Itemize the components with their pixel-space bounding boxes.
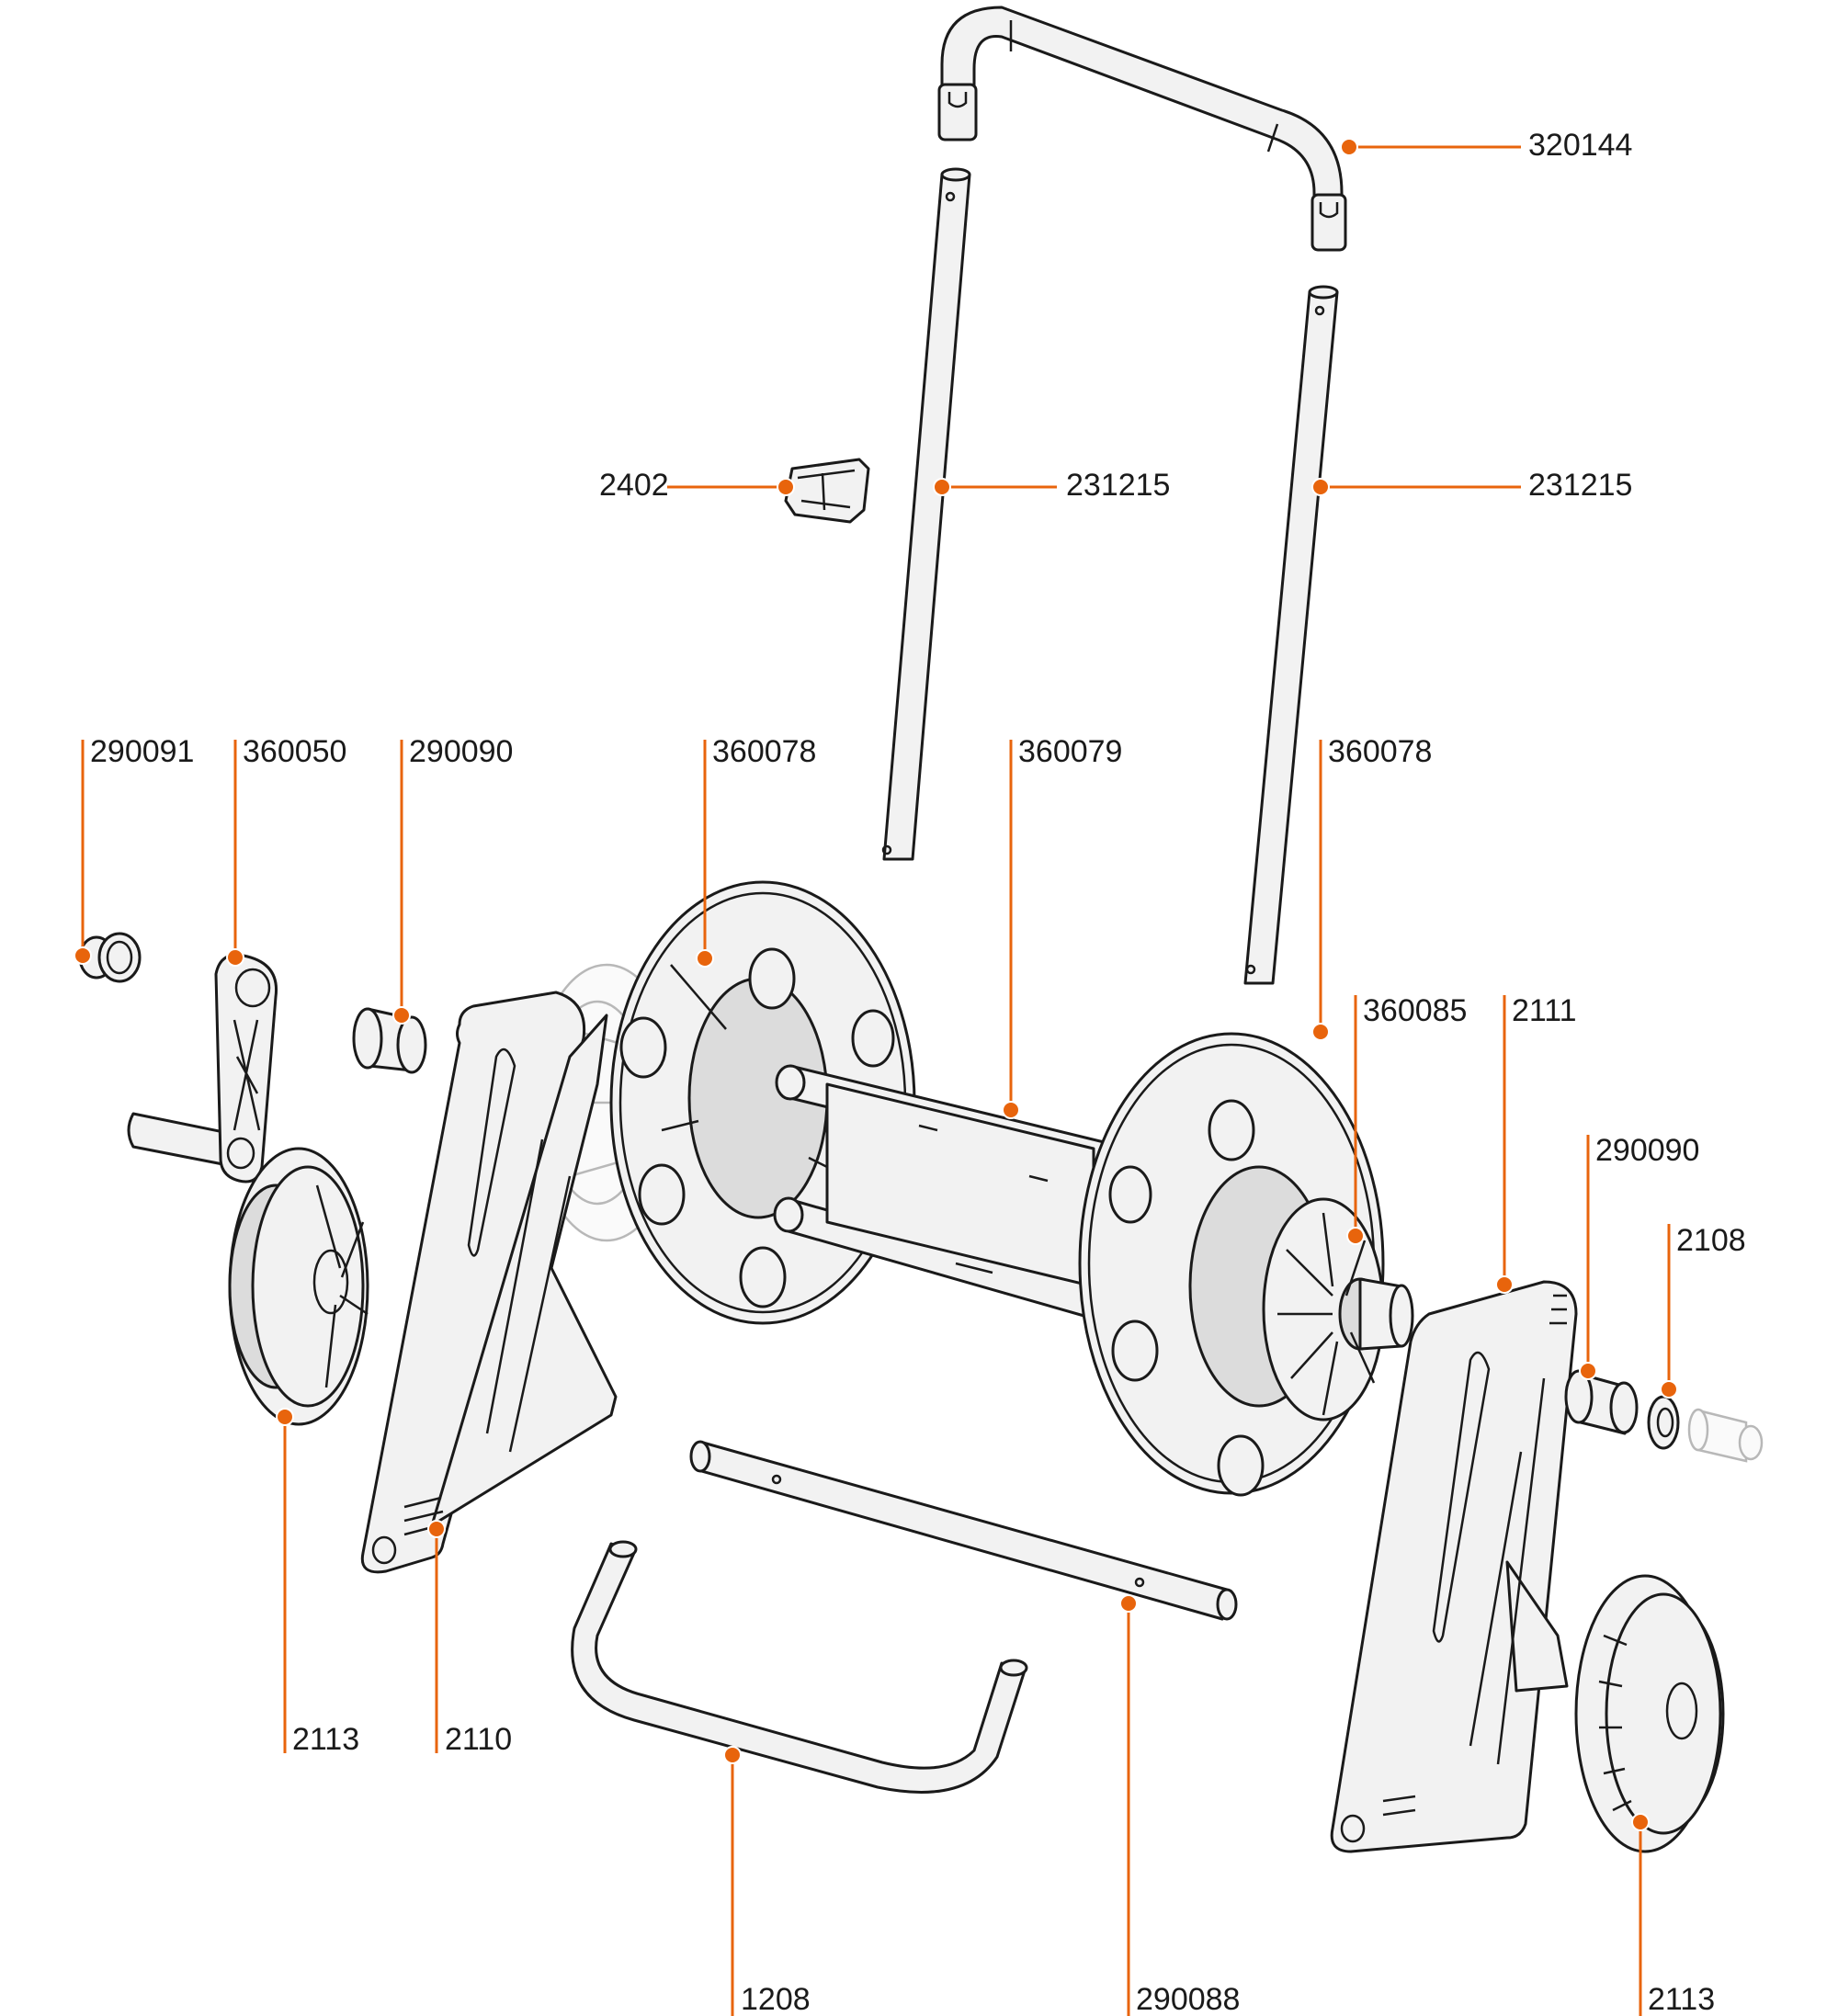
callout-360078-right: 360078 [1311, 734, 1432, 1041]
clip-drawing [784, 458, 870, 524]
part-number-label: 360078 [712, 734, 816, 769]
right-side-frame-drawing [1330, 1280, 1578, 1853]
part-number-label: 320144 [1528, 128, 1632, 163]
callout-231215-right: 231215 [1311, 468, 1632, 503]
callout-2402: 2402 [599, 468, 795, 503]
callout-2110: 2110 [427, 1520, 512, 1757]
part-number-label: 360079 [1018, 734, 1122, 769]
callout-360078-left: 360078 [696, 734, 816, 968]
base-bar-drawing [571, 1540, 1028, 1794]
part-number-label: 231215 [1066, 468, 1170, 503]
callout-1208: 1208 [723, 1746, 811, 2016]
callout-2111: 2111 [1495, 993, 1577, 1294]
part-number-label: 2113 [1648, 1982, 1715, 2016]
part-number-label: 1208 [741, 1982, 811, 2016]
callout-anchor-dot [933, 478, 951, 496]
part-number-label: 2113 [292, 1722, 359, 1757]
left-pole-drawing [881, 167, 971, 861]
callout-anchor-dot [1579, 1362, 1597, 1380]
part-number-label: 290090 [409, 734, 513, 769]
part-number-label: 290088 [1136, 1982, 1240, 2016]
part-number-label: 360050 [243, 734, 346, 769]
callout-360085: 360085 [1346, 993, 1467, 1245]
part-number-label: 2108 [1676, 1223, 1746, 1258]
callout-2113-left: 2113 [276, 1408, 359, 1757]
ring-nut-drawing [78, 932, 142, 983]
part-number-label: 290090 [1595, 1133, 1699, 1168]
callout-anchor-dot [392, 1006, 411, 1025]
callout-anchor-dot [1631, 1813, 1650, 1831]
callout-360079: 360079 [1002, 734, 1122, 1119]
washer-drawing [1647, 1395, 1680, 1450]
callout-anchor-dot [1660, 1380, 1678, 1399]
callout-anchor-dot [777, 478, 795, 496]
callout-anchor-dot [226, 948, 244, 967]
hub-drawing [1262, 1197, 1414, 1421]
callout-anchor-dot [1340, 138, 1358, 156]
drum-core-drawing [773, 1064, 1132, 1320]
callout-290090-left: 290090 [392, 734, 513, 1025]
right-wheel-drawing [1574, 1574, 1725, 1853]
left-wheel-drawing [228, 1147, 369, 1426]
callout-290088: 290088 [1119, 1594, 1240, 2016]
callout-290090-right: 290090 [1579, 1133, 1699, 1380]
part-number-label: 360085 [1363, 993, 1467, 1028]
callout-anchor-dot [723, 1746, 742, 1764]
part-number-label: 2402 [599, 468, 669, 503]
right-pole-drawing [1243, 285, 1339, 985]
callout-anchor-dot [1119, 1594, 1138, 1613]
bushing-left-drawing [352, 1007, 427, 1074]
crank-drawing [127, 953, 278, 1184]
callout-anchor-dot [1002, 1101, 1020, 1119]
callout-anchor-dot [1346, 1227, 1365, 1245]
part-number-label: 231215 [1528, 468, 1632, 503]
callout-anchor-dot [1311, 478, 1330, 496]
part-number-label: 290091 [90, 734, 194, 769]
part-number-label: 2110 [445, 1722, 512, 1757]
callout-290091: 290091 [74, 734, 194, 965]
handle-bar-drawing [937, 6, 1347, 252]
callout-anchor-dot [696, 949, 714, 968]
part-number-label: 360078 [1328, 734, 1432, 769]
callout-anchor-dot [74, 946, 92, 965]
part-number-label: 2111 [1512, 993, 1577, 1028]
left-side-frame-drawing [360, 991, 618, 1574]
callout-231215-left: 231215 [933, 468, 1170, 503]
ghost-hose-connector-drawing [1687, 1408, 1764, 1463]
callout-2108: 2108 [1660, 1223, 1746, 1399]
callout-2113-right: 2113 [1631, 1813, 1715, 2016]
axle-drawing [689, 1440, 1238, 1621]
callout-360050: 360050 [226, 734, 346, 967]
callout-anchor-dot [1495, 1275, 1514, 1294]
bushing-right-drawing [1564, 1369, 1639, 1435]
callout-320144: 320144 [1340, 128, 1632, 163]
callout-anchor-dot [276, 1408, 294, 1426]
callout-anchor-dot [1311, 1023, 1330, 1041]
callout-anchor-dot [427, 1520, 446, 1538]
